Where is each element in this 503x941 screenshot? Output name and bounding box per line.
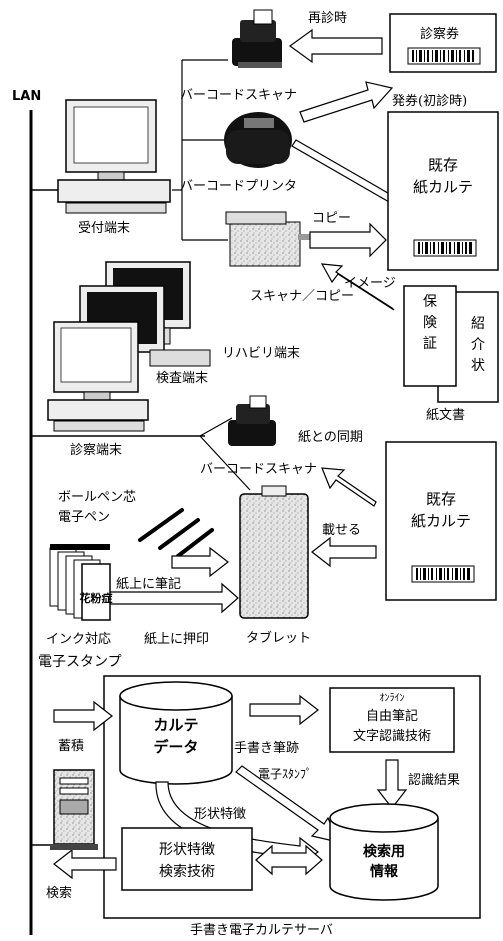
reception-terminal-label: 受付端末	[78, 221, 130, 236]
barcode-scanner-icon	[232, 9, 282, 68]
exam-terminal-label: 検査端末	[156, 371, 208, 386]
store-label: 蓄積	[58, 739, 84, 754]
server-tower-icon	[50, 769, 98, 850]
pen-label-2: 電子ペン	[58, 510, 110, 525]
electronic-stamp-icon	[49, 544, 111, 621]
arrow-stamp-to-tablet	[107, 582, 239, 614]
e-stamp-label: 電子ｽﾀﾝﾌﾟ	[258, 767, 312, 781]
consult-terminal-icon	[47, 321, 149, 432]
barcode-printer-icon	[224, 112, 292, 168]
stamp-text: 花粉症	[80, 591, 113, 605]
copy-label: コピー	[312, 211, 351, 226]
barcode-scanner-clinic-icon	[228, 395, 276, 446]
arrow-store	[53, 700, 113, 732]
pen-label-1: ボールペン芯	[58, 490, 136, 505]
svg-text:紙カルテ: 紙カルテ	[411, 512, 471, 530]
tablet-icon	[239, 485, 309, 619]
free-writing-label: 自由筆記	[366, 708, 418, 724]
barcode-printer-label: バーコードプリンタ	[180, 179, 297, 194]
shape-search-line2: 検索技術	[159, 863, 215, 880]
handwriting-label: 手書き筆跡	[234, 740, 299, 756]
arrow-search	[53, 848, 117, 880]
barcode-scanner-label: バーコードスキャナ	[180, 88, 297, 103]
search-label: 検索	[46, 886, 72, 901]
char-recognition-label: 文字認識技術	[353, 728, 431, 744]
barcode-icon	[407, 47, 481, 65]
stamp-label-1: インク対応	[46, 632, 111, 647]
shape-search-box	[121, 827, 253, 891]
chart-data-line1: カルテ	[153, 716, 198, 734]
search-info-line1: 検索用	[363, 843, 405, 860]
svg-text:保: 保	[423, 294, 437, 310]
lan-label: LAN	[12, 89, 41, 104]
online-label: ｵﾝﾗｲﾝ	[380, 692, 405, 704]
scanner-copier-label: スキャナ／コピー	[250, 289, 354, 304]
consult-terminal-label: 診察端末	[70, 442, 122, 458]
chart-data-line2: データ	[153, 738, 198, 756]
existing-paper-chart-top: 既存 紙カルテ	[387, 111, 499, 271]
arrow-recognition-result	[376, 759, 408, 809]
stamp-label-2: 電子スタンプ	[38, 654, 122, 670]
svg-text:紙カルテ: 紙カルテ	[413, 178, 473, 196]
arrow-pen-to-tablet	[171, 546, 229, 578]
svg-text:険: 険	[423, 315, 437, 331]
arrow-card-to-scanner	[288, 28, 383, 64]
patient-card-label: 診察券	[420, 26, 459, 42]
rehab-terminal-label: リハビリ端末	[222, 346, 300, 361]
patient-card: 診察券	[389, 13, 497, 73]
server-label: 手書き電子カルテサーバ	[190, 923, 333, 938]
existing-paper-chart-clinic: 既存 紙カルテ	[385, 441, 497, 601]
search-info-cylinder	[329, 803, 439, 901]
arrow-bidirectional	[255, 844, 323, 876]
svg-text:紹: 紹	[471, 316, 485, 332]
write-label: 紙上に筆記	[116, 576, 181, 592]
stamp-on-paper-label: 紙上に押印	[144, 632, 209, 647]
shape-feature-label: 形状特徴	[194, 807, 246, 822]
arrow-to-issue	[299, 81, 394, 123]
arrow-sync	[321, 467, 377, 507]
reception-terminal-icon	[57, 99, 171, 214]
recognition-box	[329, 687, 455, 753]
tablet-label: タブレット	[246, 630, 311, 646]
svg-text:介: 介	[471, 337, 485, 353]
chart-data-cylinder	[119, 681, 233, 785]
scanner-copier-icon	[225, 211, 310, 267]
image-label: イメージ	[344, 276, 396, 291]
recognition-result-label: 認識結果	[408, 772, 460, 788]
shape-search-line1: 形状特徴	[159, 842, 215, 858]
electronic-pen-icon	[138, 508, 214, 558]
sync-label: 紙との同期	[298, 430, 363, 445]
arrow-image	[320, 263, 395, 311]
barcode-scanner-clinic-label: バーコードスキャナ	[200, 462, 317, 477]
revisit-label: 再診時	[308, 10, 347, 26]
svg-text:証: 証	[423, 336, 437, 352]
arrow-copy	[309, 222, 387, 258]
paper-docs-label: 紙文書	[426, 408, 465, 423]
arrow-to-recognition	[249, 694, 319, 726]
issue-label: 発券(初診時)	[392, 93, 467, 109]
svg-text:状: 状	[471, 358, 485, 374]
search-info-line2: 情報	[370, 863, 399, 880]
svg-text:既存: 既存	[428, 156, 458, 174]
arrow-chart-to-tablet	[311, 536, 377, 568]
svg-text:既存: 既存	[426, 490, 456, 508]
place-label: 載せる	[322, 523, 361, 538]
paper-documents: 保 険 証 紹 介 状	[403, 285, 499, 403]
server-box	[103, 675, 481, 919]
